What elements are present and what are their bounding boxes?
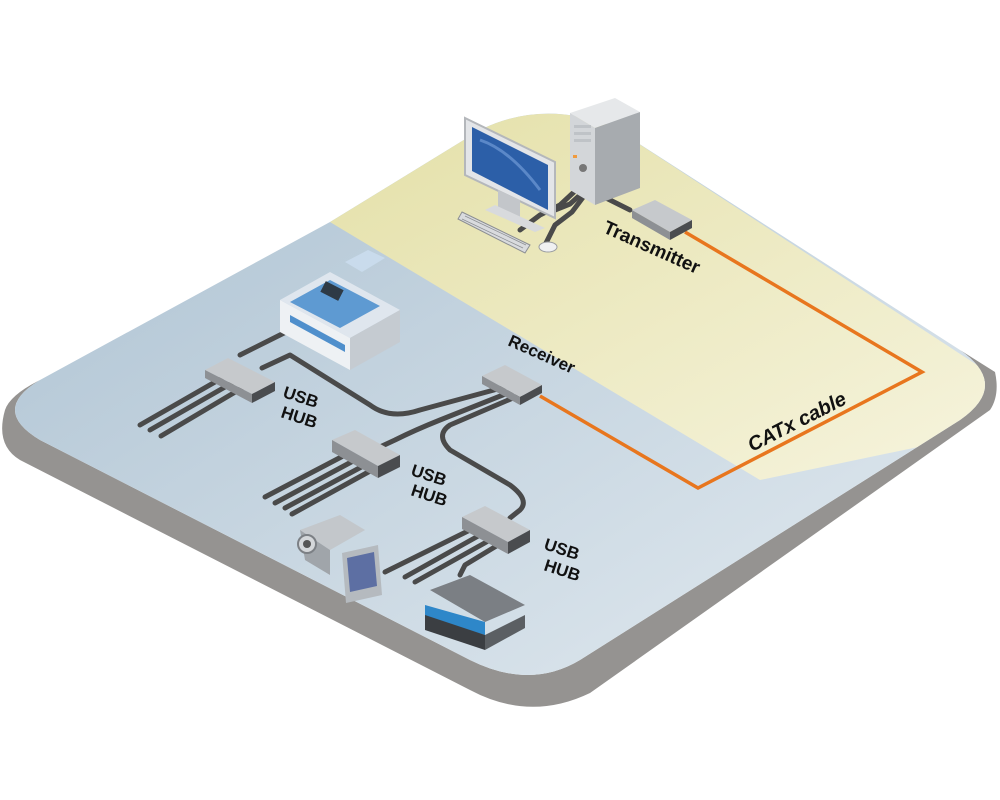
receiver-unit — [482, 365, 542, 405]
fax-printer-icon — [280, 250, 400, 370]
mouse-icon — [538, 241, 558, 253]
zone-local — [330, 113, 985, 480]
catx-cable — [539, 230, 926, 490]
keyboard-icon — [457, 211, 531, 254]
monitor-icon — [464, 116, 556, 232]
usb-hub-3 — [462, 506, 530, 554]
usb-hub-2 — [332, 430, 400, 478]
platform-edge — [2, 350, 997, 707]
usb-hub-1 — [205, 358, 275, 403]
scanner-icon — [425, 575, 525, 650]
transmitter-unit — [632, 200, 692, 240]
pc-tower-icon — [570, 98, 640, 205]
camcorder-icon — [297, 515, 382, 603]
